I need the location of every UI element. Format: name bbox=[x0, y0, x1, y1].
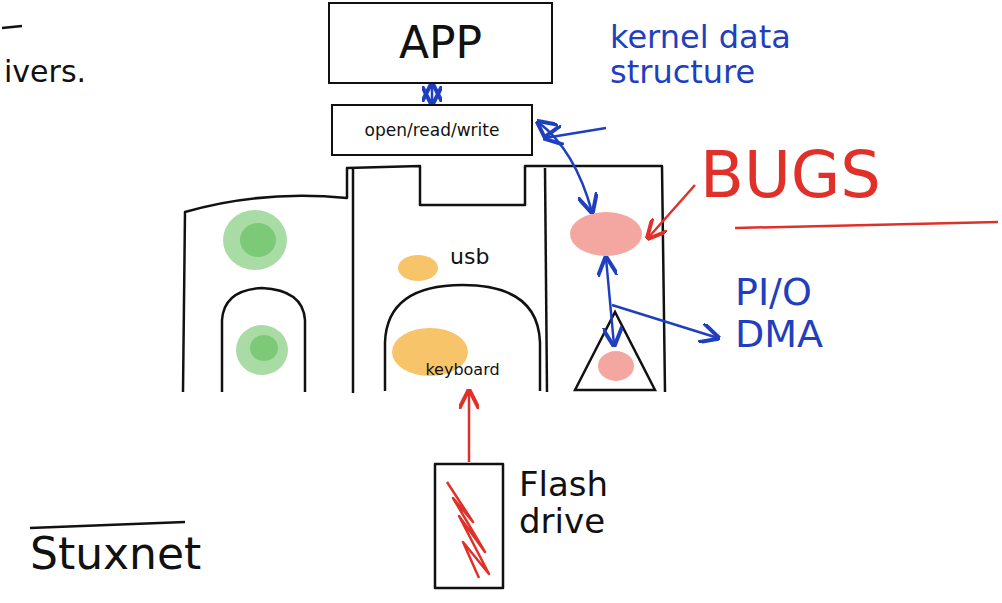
syscall-box: open/read/write bbox=[331, 104, 533, 156]
connector-arrow bbox=[431, 84, 434, 104]
usb-compartment-outline bbox=[350, 165, 545, 393]
kernel-outline bbox=[183, 166, 665, 392]
malware-scribble bbox=[447, 482, 489, 578]
pointer-arrow bbox=[612, 305, 718, 338]
node-text: Flash drive bbox=[519, 466, 649, 541]
node-text: APP bbox=[399, 19, 482, 67]
driver-dome bbox=[222, 288, 305, 392]
partial-word: ivers. bbox=[4, 55, 86, 88]
driver-blob bbox=[223, 210, 287, 270]
node-text: open/read/write bbox=[365, 121, 500, 140]
connector-arrow bbox=[468, 391, 471, 462]
flash-drive: Flash drive bbox=[433, 462, 505, 590]
usb-compartment: usb keyboard bbox=[350, 165, 545, 393]
warning-word: BUGS bbox=[700, 140, 881, 210]
app-box: APP bbox=[328, 2, 553, 84]
compartment-wall bbox=[352, 167, 355, 393]
node-text: usb bbox=[450, 245, 489, 269]
caption-word: Stuxnet bbox=[30, 530, 201, 578]
flash-drive-outline bbox=[433, 462, 505, 590]
pen-stroke bbox=[2, 26, 22, 28]
bug-blob bbox=[598, 351, 634, 381]
driver-blob bbox=[236, 325, 288, 375]
access-arrow bbox=[538, 122, 592, 212]
compartment-wall bbox=[545, 168, 547, 392]
driver-blob bbox=[250, 335, 278, 361]
drive-outline bbox=[435, 464, 503, 588]
callout-note: kernel data structure bbox=[610, 20, 792, 90]
driver-blob bbox=[240, 223, 276, 257]
driver-triangle bbox=[575, 312, 655, 390]
pointer-arrow bbox=[648, 185, 695, 238]
bug-blob bbox=[570, 212, 642, 256]
callout-note: PI/O DMA bbox=[735, 272, 845, 356]
access-arrow bbox=[606, 258, 614, 345]
underline bbox=[30, 522, 185, 528]
keyboard-dome: keyboard bbox=[383, 283, 542, 391]
usb-blob bbox=[398, 255, 438, 281]
underline bbox=[735, 222, 998, 228]
node-text: keyboard bbox=[383, 361, 542, 379]
